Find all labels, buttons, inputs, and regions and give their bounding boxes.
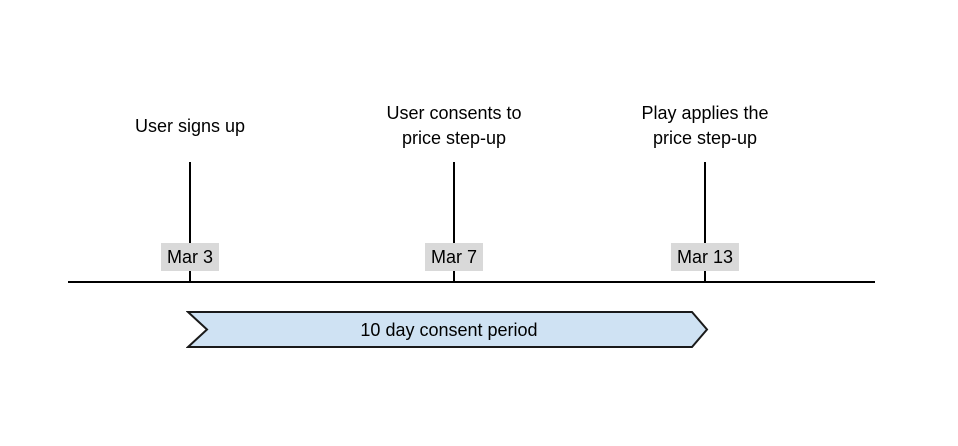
milestone-date-label: Mar 13 xyxy=(670,243,740,271)
milestone-tick-line xyxy=(453,162,455,283)
milestone-date-label: Mar 7 xyxy=(424,243,484,271)
milestone-date-label: Mar 3 xyxy=(160,243,220,271)
milestone-title: User consents to price step-up xyxy=(386,103,522,148)
consent-period-banner-shape xyxy=(186,311,709,348)
milestone-tick-line xyxy=(189,162,191,283)
chevron-banner-polygon xyxy=(186,311,709,348)
milestone-title: Play applies the price step-up xyxy=(641,103,769,148)
milestone-title: User signs up xyxy=(134,115,246,136)
consent-period-banner-label: 10 day consent period xyxy=(360,319,538,340)
timeline-axis-line xyxy=(68,281,875,283)
milestone-tick-line xyxy=(704,162,706,283)
